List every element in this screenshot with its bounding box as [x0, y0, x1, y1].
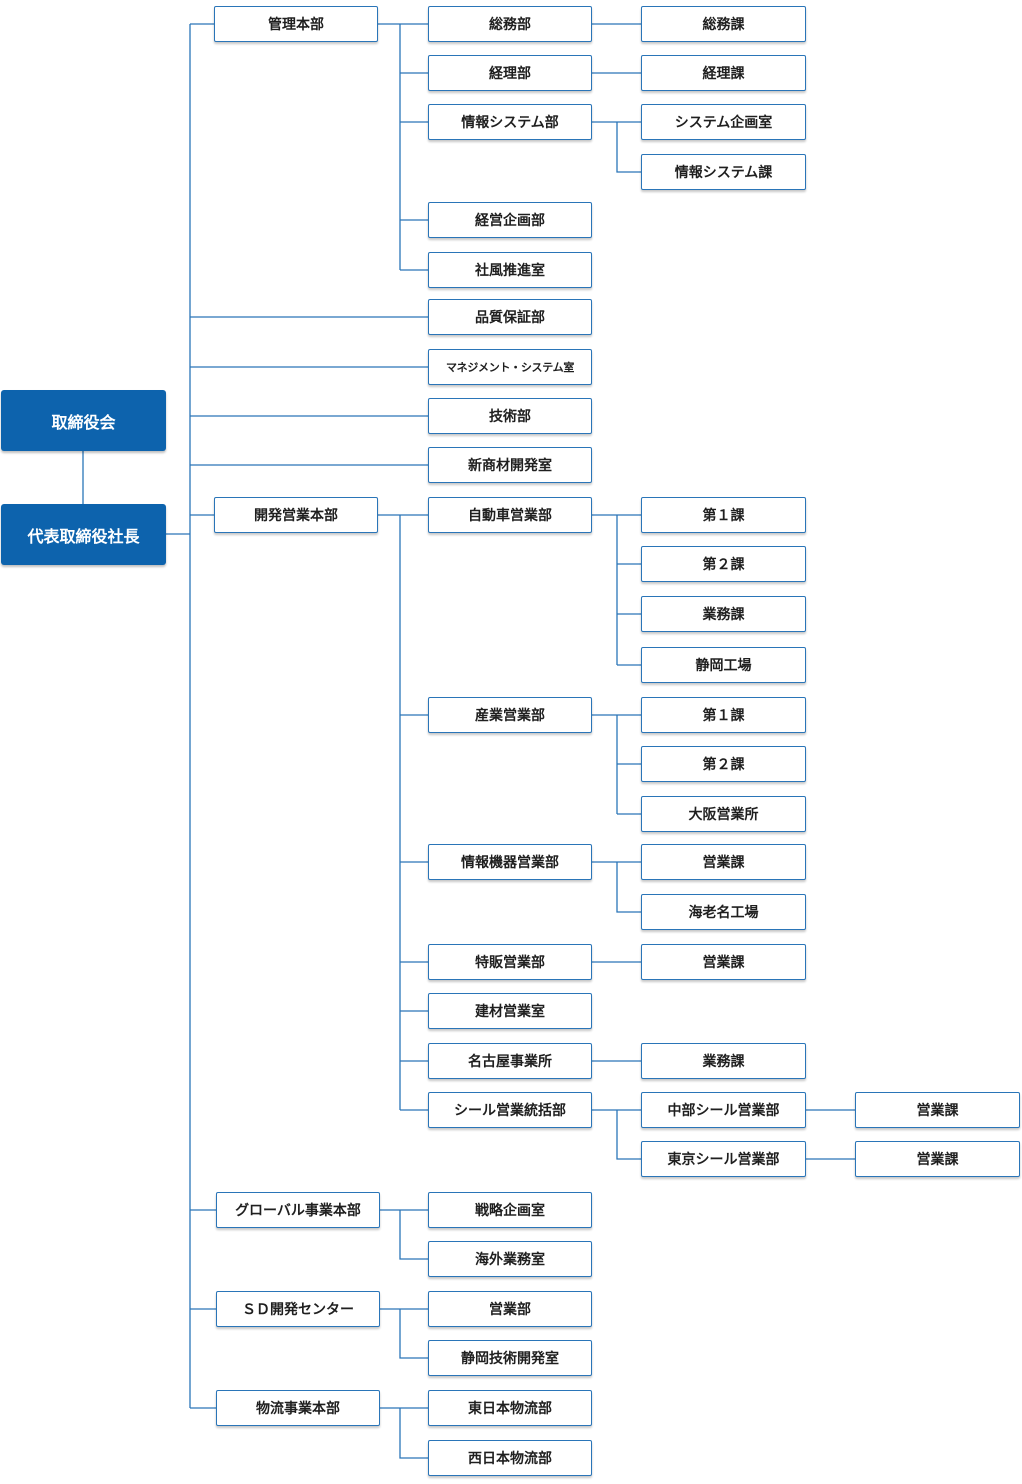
overseas-operations-office-box: 海外業務室 — [428, 1241, 592, 1277]
industrial-section-1-box: 第１課 — [641, 697, 806, 733]
corporate-planning-dept-box: 経営企画部 — [428, 202, 592, 238]
new-materials-office-box: 新商材開発室 — [428, 447, 592, 483]
chubu-seal-sales-dept-box: 中部シール営業部 — [641, 1092, 806, 1128]
nagoya-office-box: 名古屋事業所 — [428, 1043, 592, 1079]
strategic-planning-office-box: 戦略企画室 — [428, 1192, 592, 1228]
technology-dept-box: 技術部 — [428, 398, 592, 434]
automotive-operations-section-box: 業務課 — [641, 596, 806, 632]
system-planning-office-box: システム企画室 — [641, 104, 806, 140]
ebina-factory-box: 海老名工場 — [641, 894, 806, 930]
info-equipment-sales-dept-box: 情報機器営業部 — [428, 844, 592, 880]
accounting-section-box: 経理課 — [641, 55, 806, 91]
osaka-sales-office-box: 大阪営業所 — [641, 796, 806, 832]
chubu-seal-sales-section-box: 営業課 — [855, 1092, 1020, 1128]
industrial-sales-dept-box: 産業営業部 — [428, 697, 592, 733]
accounting-dept-box: 経理部 — [428, 55, 592, 91]
tokyo-seal-sales-section-box: 営業課 — [855, 1141, 1020, 1177]
building-materials-sales-office-box: 建材営業室 — [428, 993, 592, 1029]
general-affairs-section-box: 総務課 — [641, 6, 806, 42]
shizuoka-tech-dev-office-box: 静岡技術開発室 — [428, 1340, 592, 1376]
tokyo-seal-sales-dept-box: 東京シール営業部 — [641, 1141, 806, 1177]
east-japan-logistics-dept-box: 東日本物流部 — [428, 1390, 592, 1426]
sd-development-center-box: ＳＤ開発センター — [216, 1291, 380, 1327]
admin-hq-box: 管理本部 — [214, 6, 378, 42]
automotive-sales-dept-box: 自動車営業部 — [428, 497, 592, 533]
culture-promotion-office-box: 社風推進室 — [428, 252, 592, 288]
management-system-office-box: マネジメント・システム室 — [428, 349, 592, 385]
automotive-section-2-box: 第２課 — [641, 546, 806, 582]
info-equipment-sales-section-box: 営業課 — [641, 844, 806, 880]
president-box: 代表取締役社長 — [1, 504, 166, 565]
automotive-section-1-box: 第１課 — [641, 497, 806, 533]
seal-sales-division-box: シール営業統括部 — [428, 1092, 592, 1128]
nagoya-operations-section-box: 業務課 — [641, 1043, 806, 1079]
industrial-section-2-box: 第２課 — [641, 746, 806, 782]
west-japan-logistics-dept-box: 西日本物流部 — [428, 1440, 592, 1476]
board-of-directors-box: 取締役会 — [1, 390, 166, 451]
global-business-hq-box: グローバル事業本部 — [216, 1192, 380, 1228]
dev-sales-hq-box: 開発営業本部 — [214, 497, 378, 533]
logistics-hq-box: 物流事業本部 — [216, 1390, 380, 1426]
sd-sales-dept-box: 営業部 — [428, 1291, 592, 1327]
special-sales-dept-box: 特販営業部 — [428, 944, 592, 980]
info-systems-section-box: 情報システム課 — [641, 154, 806, 190]
info-systems-dept-box: 情報システム部 — [428, 104, 592, 140]
quality-assurance-dept-box: 品質保証部 — [428, 299, 592, 335]
special-sales-section-box: 営業課 — [641, 944, 806, 980]
general-affairs-dept-box: 総務部 — [428, 6, 592, 42]
shizuoka-factory-box: 静岡工場 — [641, 647, 806, 683]
